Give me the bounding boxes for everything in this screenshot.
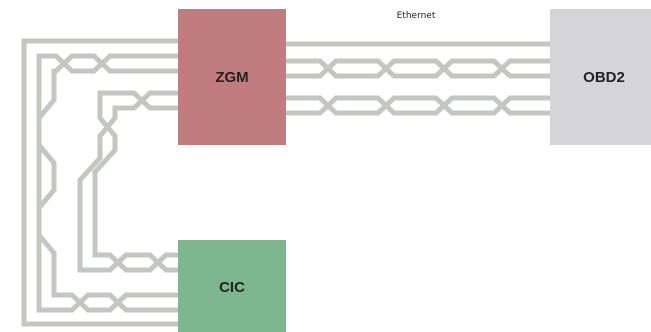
ethernet-label: Ethernet <box>397 11 436 21</box>
zgm-label: ZGM <box>215 69 248 86</box>
zgm-obd2-wire-3 <box>286 58 552 79</box>
cic-label: CIC <box>219 279 245 296</box>
zgm-obd2-wire-5 <box>286 95 552 116</box>
zgm-cic-wire-2 <box>36 53 178 313</box>
obd2-label: OBD2 <box>583 69 625 86</box>
obd2-module[interactable]: OBD2 <box>550 9 651 145</box>
obd2-box <box>550 9 651 145</box>
zgm-cic-wire-3 <box>36 53 178 313</box>
cic-box <box>178 240 286 332</box>
zgm-cic-cable <box>21 38 178 327</box>
zgm-obd2-cable <box>286 41 552 116</box>
zgm-module[interactable]: ZGM <box>178 9 286 145</box>
zgm-cic-wire-5 <box>92 90 178 273</box>
zgm-cic-wire-outer <box>21 38 178 327</box>
cic-module[interactable]: CIC <box>178 240 286 332</box>
zgm-cic-wire-4 <box>77 90 178 273</box>
zgm-box <box>178 9 286 145</box>
